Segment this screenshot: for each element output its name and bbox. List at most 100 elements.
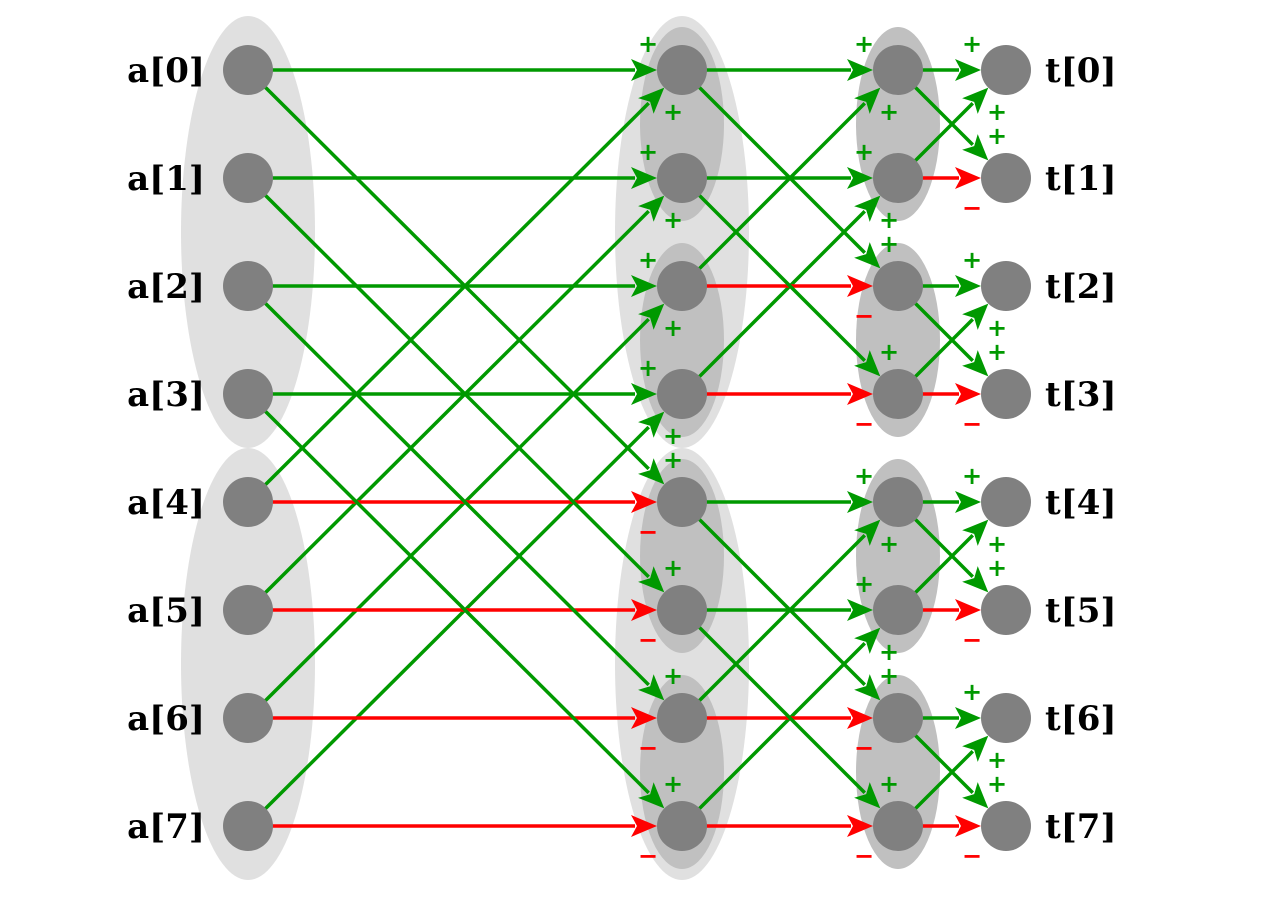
arrowhead-icon (847, 59, 873, 81)
plus-sign-label: + (987, 554, 1007, 582)
input-label: a[5] (127, 591, 205, 631)
minus-sign-label: − (962, 194, 982, 222)
plus-sign-label: + (663, 770, 683, 798)
io-labels: a[0]t[0]a[1]t[1]a[2]t[2]a[3]t[3]a[4]t[4]… (127, 51, 1116, 847)
arrowhead-icon (631, 707, 657, 729)
plus-sign-label: + (987, 98, 1007, 126)
arrowhead-icon (962, 87, 989, 114)
arrowhead-icon (638, 674, 665, 701)
arrowhead-icon (638, 458, 665, 485)
plus-sign-label: + (987, 770, 1007, 798)
intermediate-node (873, 45, 923, 95)
plus-sign-label: + (879, 206, 899, 234)
minus-sign-label: − (638, 842, 658, 870)
plus-edge (246, 425, 650, 828)
minus-sign-label: − (638, 626, 658, 654)
plus-sign-label: + (663, 446, 683, 474)
node-group-ellipse (181, 16, 315, 448)
arrowhead-icon (631, 383, 657, 405)
input-node (223, 801, 273, 851)
plus-sign-label: + (663, 662, 683, 690)
plus-sign-label: + (879, 638, 899, 666)
plus-edge (680, 641, 867, 828)
plus-sign-label: + (879, 338, 899, 366)
minus-sign-label: − (962, 626, 982, 654)
output-node (981, 693, 1031, 743)
plus-sign-label: + (854, 138, 874, 166)
arrowhead-icon (955, 59, 981, 81)
plus-sign-label: + (638, 246, 658, 274)
input-label: a[4] (127, 483, 205, 523)
plus-sign-label: + (638, 354, 658, 382)
arrowhead-icon (854, 782, 881, 809)
plus-sign-label: + (854, 462, 874, 490)
input-label: a[6] (127, 699, 205, 739)
minus-sign-label: − (854, 302, 874, 330)
intermediate-node (657, 153, 707, 203)
plus-edge (246, 392, 650, 795)
intermediate-node (873, 585, 923, 635)
plus-sign-label: + (987, 530, 1007, 558)
plus-edge (246, 209, 650, 612)
input-label: a[3] (127, 375, 205, 415)
plus-sign-label: + (879, 98, 899, 126)
plus-edge (246, 317, 650, 720)
arrowhead-icon (631, 59, 657, 81)
plus-sign-label: + (854, 570, 874, 598)
arrowhead-icon (854, 350, 881, 377)
arrowhead-icon (847, 707, 873, 729)
arrowhead-icon (847, 491, 873, 513)
plus-sign-label: + (879, 530, 899, 558)
output-label: t[2] (1045, 267, 1117, 307)
arrowhead-icon (847, 275, 873, 297)
nodes (223, 45, 1031, 851)
arrowhead-icon (962, 350, 989, 377)
arrowhead-icon (854, 627, 881, 654)
plus-edge (246, 101, 650, 504)
output-label: t[6] (1045, 699, 1117, 739)
arrowhead-icon (962, 735, 989, 762)
plus-edge (246, 284, 650, 687)
plus-sign-label: + (663, 98, 683, 126)
plus-sign-label: + (962, 30, 982, 58)
plus-sign-label: + (987, 122, 1007, 150)
plus-edge (680, 533, 867, 720)
arrowhead-icon (638, 566, 665, 593)
arrowhead-icon (962, 566, 989, 593)
input-node (223, 693, 273, 743)
arrowhead-icon (631, 275, 657, 297)
minus-sign-label: − (638, 518, 658, 546)
output-label: t[3] (1045, 375, 1117, 415)
arrowhead-icon (962, 134, 989, 161)
intermediate-node (657, 45, 707, 95)
arrowhead-icon (638, 782, 665, 809)
intermediate-node (873, 801, 923, 851)
arrowhead-icon (955, 275, 981, 297)
output-label: t[0] (1045, 51, 1117, 91)
arrowhead-icon (854, 242, 881, 269)
input-node (223, 477, 273, 527)
intermediate-node (873, 477, 923, 527)
plus-edge (680, 176, 867, 363)
arrowhead-icon (847, 599, 873, 621)
output-node (981, 801, 1031, 851)
intermediate-node (873, 693, 923, 743)
arrowhead-icon (955, 491, 981, 513)
plus-edge (680, 500, 867, 687)
intermediate-node (657, 477, 707, 527)
plus-sign-label: + (638, 30, 658, 58)
sign-labels: ++++++++−+−+−+−+++++−+−+++++−+−+++−+++−+… (638, 30, 1007, 870)
output-node (981, 261, 1031, 311)
arrowhead-icon (847, 167, 873, 189)
plus-sign-label: + (962, 462, 982, 490)
minus-sign-label: − (854, 410, 874, 438)
intermediate-node (657, 693, 707, 743)
output-node (981, 45, 1031, 95)
output-node (981, 369, 1031, 419)
plus-edge (246, 68, 650, 471)
output-node (981, 585, 1031, 635)
minus-sign-label: − (962, 410, 982, 438)
input-label: a[7] (127, 807, 205, 847)
